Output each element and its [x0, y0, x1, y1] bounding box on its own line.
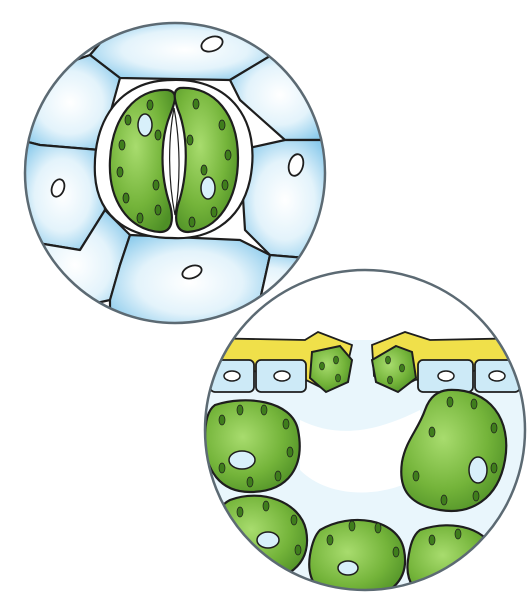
chloroplast: [413, 471, 419, 481]
chloroplast: [400, 364, 405, 372]
chloroplast: [117, 167, 123, 177]
chloroplast: [336, 374, 341, 382]
mesophyll-cell: [407, 525, 495, 598]
chloroplast: [263, 501, 269, 511]
chloroplast: [189, 217, 195, 227]
chloroplast: [211, 207, 217, 217]
nucleus: [438, 371, 454, 381]
chloroplast: [261, 405, 267, 415]
nucleus: [224, 371, 240, 381]
chloroplast: [491, 423, 497, 433]
nucleus: [338, 561, 358, 575]
guard-cell-nucleus-left: [138, 114, 152, 136]
chloroplast: [429, 535, 435, 545]
cross-section-panel: [200, 270, 529, 598]
chloroplast: [429, 427, 435, 437]
chloroplast: [481, 543, 487, 553]
chloroplast: [155, 205, 161, 215]
chloroplast: [447, 397, 453, 407]
chloroplast: [237, 405, 243, 415]
chloroplast: [219, 463, 225, 473]
chloroplast: [201, 165, 207, 175]
nucleus: [257, 532, 279, 548]
chloroplast: [237, 507, 243, 517]
chloroplast: [334, 356, 339, 364]
chloroplast: [388, 376, 393, 384]
chloroplast: [219, 415, 225, 425]
chloroplast: [349, 521, 355, 531]
chloroplast: [473, 491, 479, 501]
chloroplast: [153, 180, 159, 190]
chloroplast: [375, 523, 381, 533]
chloroplast: [155, 130, 161, 140]
chloroplast: [283, 419, 289, 429]
chloroplast: [125, 115, 131, 125]
mesophyll-cell: [309, 520, 405, 598]
chloroplast: [225, 150, 231, 160]
nucleus: [469, 457, 487, 483]
chloroplast: [455, 529, 461, 539]
guard-cell-nucleus-right: [201, 177, 215, 199]
chloroplast: [295, 545, 301, 555]
chloroplast: [187, 135, 193, 145]
nucleus: [229, 451, 255, 469]
chloroplast: [193, 99, 199, 109]
chloroplast: [471, 399, 477, 409]
chloroplast: [327, 535, 333, 545]
chloroplast: [137, 213, 143, 223]
chloroplast: [291, 515, 297, 525]
chloroplast: [123, 193, 129, 203]
chloroplast: [219, 120, 225, 130]
chloroplast: [275, 471, 281, 481]
nucleus: [489, 371, 505, 381]
chloroplast: [287, 447, 293, 457]
chloroplast: [441, 495, 447, 505]
epidermal-cell: [110, 235, 270, 330]
chloroplast: [147, 100, 153, 110]
chloroplast: [223, 535, 229, 545]
surface-view-panel: [20, 20, 330, 330]
chloroplast: [222, 180, 228, 190]
chloroplast: [247, 477, 253, 487]
chloroplast: [119, 140, 125, 150]
chloroplast: [386, 356, 391, 364]
chloroplast: [320, 362, 325, 370]
chloroplast: [491, 463, 497, 473]
chloroplast: [393, 547, 399, 557]
nucleus: [274, 371, 290, 381]
